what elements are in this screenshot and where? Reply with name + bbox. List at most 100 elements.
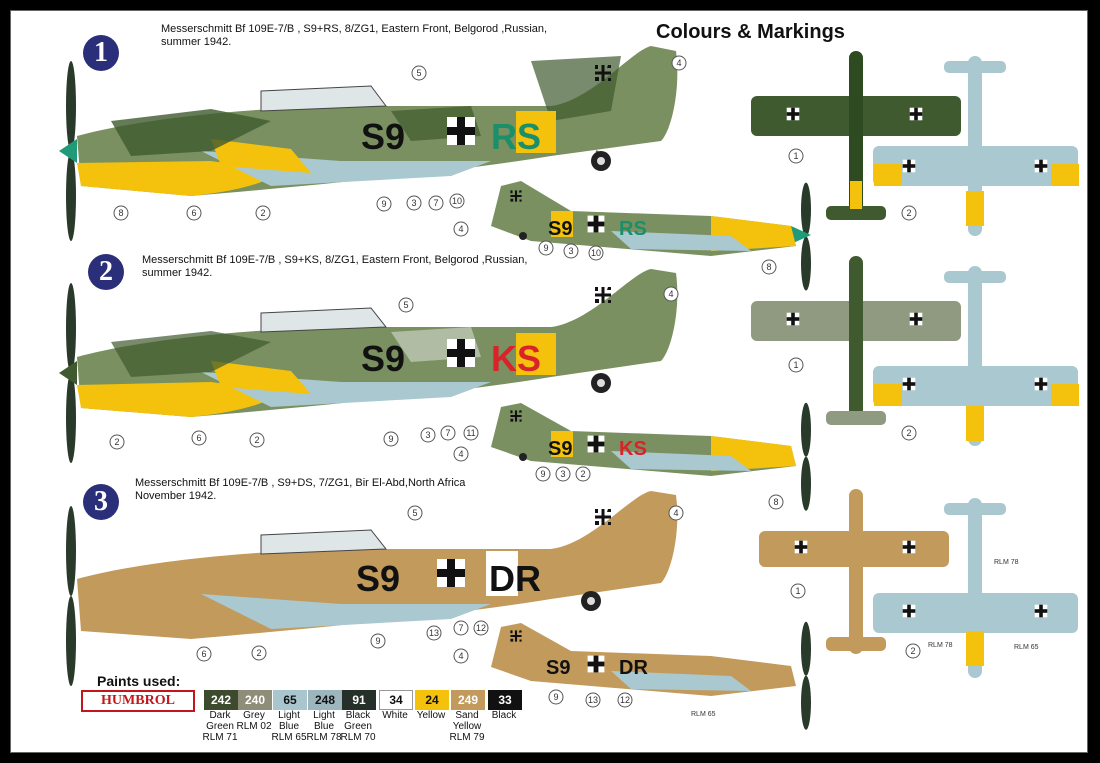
callout-number: 7 (458, 623, 463, 633)
callout-circle (383, 431, 399, 447)
paint-swatch-91: 91 (342, 690, 376, 710)
paint-name-65: Light Blue RLM 65 (271, 710, 307, 743)
callout-circle (407, 505, 423, 521)
callout-number: 6 (191, 208, 196, 218)
paint-swatch-33: 33 (488, 690, 522, 710)
decal-sheet: Colours & Markings 1 Messerschmitt Bf 10… (10, 10, 1088, 753)
callout-number: 12 (620, 695, 630, 705)
callout-number: 4 (458, 449, 463, 459)
callout-circle (376, 196, 392, 212)
callout-number: 5 (416, 68, 421, 78)
callout-number: 2 (254, 435, 259, 445)
callout-number: 6 (196, 433, 201, 443)
paint-swatch-34: 34 (379, 690, 413, 710)
callout-number: 2 (910, 646, 915, 656)
callout-number: 3 (560, 469, 565, 479)
callout-number: 4 (458, 224, 463, 234)
scheme-2-small-code-right: KS (619, 438, 647, 460)
callout-circle (411, 65, 427, 81)
scheme-1-starboard-profile: S9 RS (491, 181, 811, 291)
paint-name-33: Black (491, 710, 517, 721)
callout-circle (788, 357, 804, 373)
callout-circle (761, 259, 777, 275)
callout-circle (585, 692, 601, 708)
callout-circle (901, 205, 917, 221)
aircraft-profiles: S9 RS S9 RS (59, 46, 1079, 730)
scheme-1-code-right: RS (491, 116, 541, 157)
callout-number: 10 (452, 196, 462, 206)
callout-number: 6 (201, 649, 206, 659)
callout-circle (768, 494, 784, 510)
scheme-1-side-profile: S9 RS (59, 46, 678, 241)
callout-circle (440, 425, 456, 441)
paint-name-240: Grey RLM 02 (236, 710, 272, 732)
callout-circle (398, 297, 414, 313)
scheme-1-bottom-view (873, 56, 1079, 236)
scheme-2-starboard-profile: S9 KS (491, 402, 811, 511)
callout-circle (555, 466, 571, 482)
callout-number: 4 (673, 508, 678, 518)
callout-number: 9 (381, 199, 386, 209)
callout-number: 9 (540, 469, 545, 479)
scheme-2-bottom-view (873, 266, 1079, 446)
callout-number: 9 (375, 636, 380, 646)
scheme-caption-3-line2: November 1942. (135, 490, 217, 502)
callout-number: 9 (543, 243, 548, 253)
scheme-3-starboard-profile: S9 DR RLM 65 (491, 621, 811, 730)
scheme-3-rlm65-bottom-label: RLM 65 (1014, 644, 1039, 651)
scheme-caption-2-line1: Messerschmitt Bf 109E-7/B , S9+KS, 8/ZG1… (142, 254, 528, 266)
callout-circle (538, 240, 554, 256)
callout-circle (575, 466, 591, 482)
callout-circle (113, 205, 129, 221)
callout-number: 3 (568, 246, 573, 256)
paint-swatch-24: 24 (415, 690, 449, 710)
callout-circle (251, 645, 267, 661)
callout-number: 9 (553, 692, 558, 702)
scheme-1-small-code-right: RS (619, 218, 647, 240)
callout-number: 4 (668, 289, 673, 299)
paints-label: Paints used: (97, 673, 181, 689)
callout-circle (196, 646, 212, 662)
scheme-3-rlm78-top-label: RLM 78 (994, 559, 1019, 566)
paint-swatch-240: 240 (238, 690, 272, 710)
callout-number: 1 (795, 586, 800, 596)
paint-name-248: Light Blue RLM 78 (306, 710, 342, 743)
callout-number: 11 (466, 428, 475, 438)
callout-number: 2 (906, 428, 911, 438)
callout-number: 12 (476, 623, 486, 633)
scheme-3-rlm78-bottom-label: RLM 78 (928, 642, 953, 649)
scheme-3-code-right: DR (489, 558, 541, 599)
scheme-1-small-code-left: S9 (548, 218, 572, 240)
callout-number: 2 (256, 648, 261, 658)
scheme-caption-2-line2: summer 1942. (142, 267, 213, 279)
callout-circle (617, 692, 633, 708)
callout-number: 7 (433, 198, 438, 208)
callout-number: 8 (766, 262, 771, 272)
callout-circle (463, 425, 479, 441)
callout-number: 13 (429, 628, 439, 638)
callout-circle (370, 633, 386, 649)
callout-circle (426, 625, 442, 641)
scheme-3-code-left: S9 (356, 558, 400, 599)
paint-name-34: White (382, 710, 408, 721)
callout-circle (453, 446, 469, 462)
scheme-2-side-profile: S9 KS (59, 269, 678, 463)
scheme-number-3: 3 (83, 484, 119, 520)
callout-circle (788, 148, 804, 164)
callout-number: 3 (425, 430, 430, 440)
humbrol-logo: HUMBROL (81, 690, 195, 712)
scheme-3-bottom-view: RLM 78 RLM 78 RLM 65 (873, 498, 1078, 678)
callout-circle (420, 427, 436, 443)
callout-circle (663, 286, 679, 302)
scheme-number-1: 1 (83, 35, 119, 71)
callout-circle (473, 620, 489, 636)
callout-circle (186, 205, 202, 221)
scheme-caption-1-line2: summer 1942. (161, 36, 232, 48)
callout-circle (563, 243, 579, 259)
scheme-caption-3: Messerschmitt Bf 109E-7/B , S9+DS, 7/ZG1… (135, 477, 555, 503)
callout-number: 1 (793, 360, 798, 370)
callout-circle (406, 195, 422, 211)
scheme-3-rlm65-profile-label: RLM 65 (691, 711, 716, 718)
callout-number: 2 (260, 208, 265, 218)
